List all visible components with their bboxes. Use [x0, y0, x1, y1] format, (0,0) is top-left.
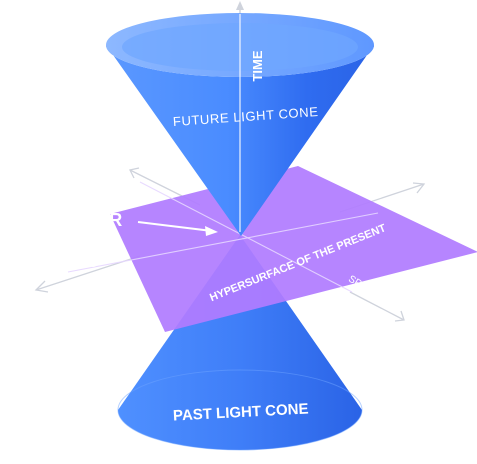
- time-label: TIME: [250, 50, 265, 81]
- time-axis-arrowhead: [236, 1, 244, 10]
- plane-axis-line-a: [67, 212, 379, 273]
- space-axis-diag-bottom-arrowhead: [394, 310, 405, 322]
- past-light-cone-base-shade: [117, 369, 363, 451]
- past-light-cone: [118, 235, 362, 450]
- hypersurface-plane: [110, 166, 477, 332]
- space-axis-left-arrowhead: [34, 280, 49, 293]
- space-axis-right-arrowhead: [412, 182, 426, 194]
- plane-axis-line-b: [139, 181, 353, 293]
- space-axis-diag-top-arrowhead: [129, 167, 140, 179]
- observer-label: OBSERVER: [18, 210, 123, 230]
- space-axis-diag-bottom-line: [349, 291, 405, 321]
- observer-pointer-line: [137, 221, 213, 232]
- observer-pointer-arrowhead: [205, 226, 218, 236]
